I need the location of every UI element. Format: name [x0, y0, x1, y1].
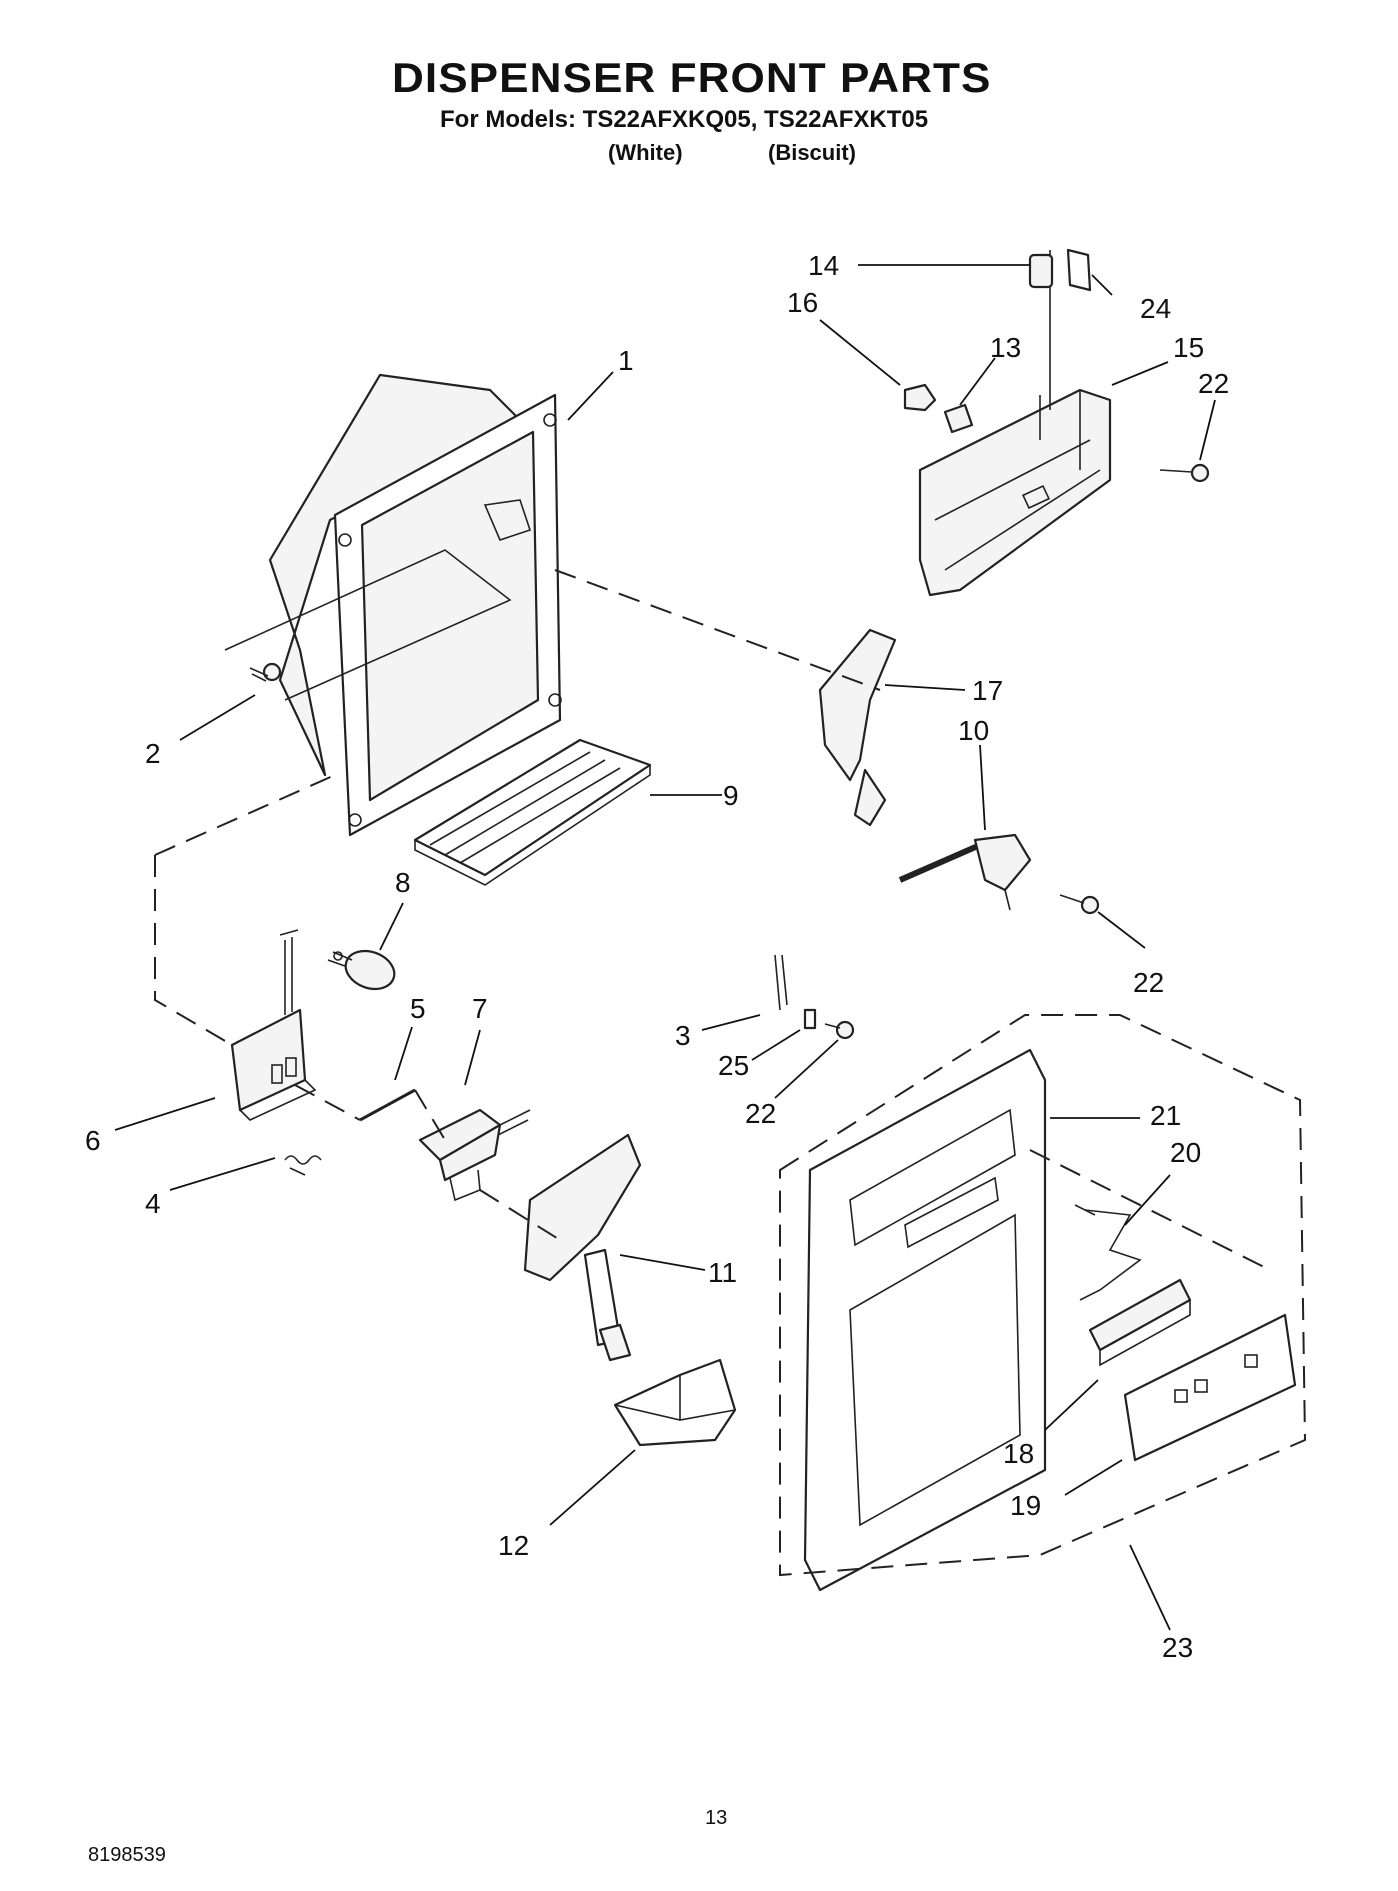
callout-2: 2 — [145, 738, 161, 769]
callout-20: 20 — [1170, 1137, 1201, 1168]
part-3-bracket — [774, 954, 788, 1011]
callout-5: 5 — [410, 993, 426, 1024]
callout-4: 4 — [145, 1188, 161, 1219]
part-25-clip — [803, 1008, 817, 1030]
part-15-housing-assembly — [918, 250, 1112, 597]
callout-22-upper: 22 — [1198, 368, 1229, 399]
models-line: For Models: TS22AFXKQ05, TS22AFXKT05 — [440, 106, 929, 133]
callout-6: 6 — [85, 1125, 101, 1156]
part-5-pin — [359, 1088, 416, 1122]
callout-24: 24 — [1140, 293, 1171, 324]
part-12-chute — [613, 1358, 737, 1447]
part-20-wire-harness — [1074, 1204, 1142, 1301]
callout-21: 21 — [1150, 1100, 1181, 1131]
callout-7: 7 — [472, 993, 488, 1024]
part-10-water-lever — [898, 833, 1032, 911]
part-21-panel — [803, 1048, 1047, 1592]
part-7-switch-bracket — [418, 1108, 531, 1202]
part-13-socket — [943, 403, 974, 434]
part-18-control-board — [1088, 1278, 1192, 1367]
part-19-overlay — [1123, 1313, 1297, 1462]
callout-9: 9 — [723, 780, 739, 811]
callout-11: 11 — [708, 1257, 737, 1288]
part-4-spring — [284, 1155, 322, 1176]
part-24-insulator — [1066, 248, 1092, 292]
part-17-lever — [818, 628, 897, 827]
callout-15: 15 — [1173, 332, 1204, 363]
assembly-dash-lines — [154, 569, 1307, 1577]
part-2-screw — [249, 662, 282, 682]
callout-3: 3 — [675, 1020, 691, 1051]
callout-14: 14 — [808, 250, 839, 281]
leader-lines — [114, 264, 1216, 1631]
part-1-housing — [224, 373, 562, 837]
page-title: DISPENSER FRONT PARTS — [392, 54, 992, 101]
callout-16: 16 — [787, 287, 818, 318]
callout-22-lower: 22 — [745, 1098, 776, 1129]
document-number: 8198539 — [88, 1844, 166, 1866]
callout-23: 23 — [1162, 1632, 1193, 1663]
variant-white: (White) — [608, 140, 683, 165]
callout-25: 25 — [718, 1050, 749, 1081]
callout-17: 17 — [972, 675, 1003, 706]
callout-13: 13 — [990, 332, 1021, 363]
callout-10: 10 — [958, 715, 989, 746]
part-8-solenoid — [327, 949, 396, 991]
page-number: 13 — [705, 1807, 728, 1829]
part-6-switch — [230, 929, 317, 1121]
part-22-screw-upper — [1159, 463, 1210, 483]
variant-biscuit: (Biscuit) — [768, 140, 856, 165]
callout-18: 18 — [1003, 1438, 1034, 1469]
callout-22-middle: 22 — [1133, 967, 1164, 998]
part-22-screw-middle — [1059, 894, 1100, 915]
part-14-switch — [1028, 253, 1054, 289]
callout-1: 1 — [618, 345, 634, 376]
part-22-screw-lower — [824, 1020, 855, 1040]
part-16-bulb — [903, 383, 937, 412]
callout-12: 12 — [498, 1530, 529, 1561]
callout-labels: 1 2 9 8 5 7 6 4 11 12 14 16 24 13 15 22 … — [85, 250, 1229, 1663]
callout-8: 8 — [395, 867, 411, 898]
callout-19: 19 — [1010, 1490, 1041, 1521]
part-11-ice-arm — [523, 1133, 642, 1362]
part-9-drip-tray — [413, 738, 652, 886]
